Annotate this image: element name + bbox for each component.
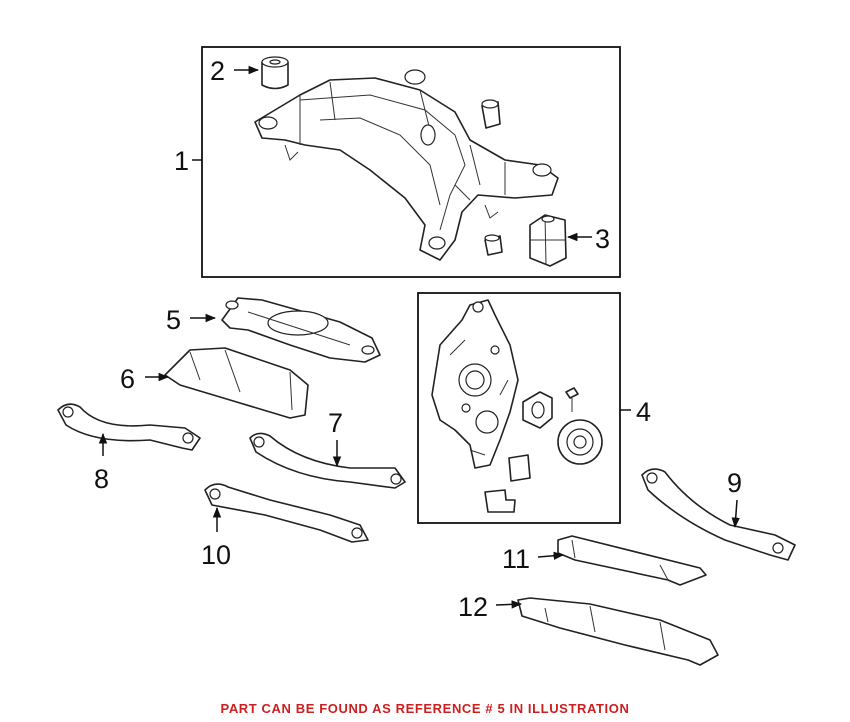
knuckle-bracket <box>484 489 516 513</box>
callout-5: 5 <box>166 305 181 335</box>
callout-8: 8 <box>94 464 109 494</box>
subframe-box <box>201 46 621 278</box>
callout-10: 10 <box>201 540 231 570</box>
link-8 <box>57 403 201 451</box>
bushing-3 <box>529 214 567 267</box>
knuckle-box <box>417 292 621 524</box>
link-7 <box>249 432 406 489</box>
subframe-group <box>201 46 621 278</box>
callout-6: 6 <box>120 364 135 394</box>
knuckle-sleeve <box>508 454 531 482</box>
callout-1: 1 <box>174 146 189 176</box>
bushing-2 <box>261 56 289 90</box>
small-bushing-b <box>484 234 503 256</box>
link-9 <box>641 468 796 561</box>
callout-12: 12 <box>458 592 488 622</box>
knuckle-group <box>417 292 621 524</box>
callout-11: 11 <box>502 544 530 574</box>
wheel-carrier <box>431 299 519 469</box>
shield-12 <box>517 597 719 666</box>
link-10 <box>204 483 369 543</box>
callout-9: 9 <box>727 468 742 498</box>
bar-11 <box>557 535 707 586</box>
knuckle-bolt <box>565 387 579 412</box>
shield-6 <box>164 347 309 419</box>
callout-2: 2 <box>210 56 225 86</box>
small-bushing-a <box>481 99 501 129</box>
leader-lines <box>98 65 740 609</box>
control-arm-5 <box>221 297 381 363</box>
callout-7: 7 <box>328 408 343 438</box>
reference-caption: PART CAN BE FOUND AS REFERENCE # 5 IN IL… <box>220 701 630 716</box>
callout-3: 3 <box>595 224 610 254</box>
subframe <box>254 69 559 261</box>
callout-4: 4 <box>636 397 651 427</box>
wheel-hub <box>557 419 603 465</box>
knuckle-bushing <box>522 391 553 429</box>
